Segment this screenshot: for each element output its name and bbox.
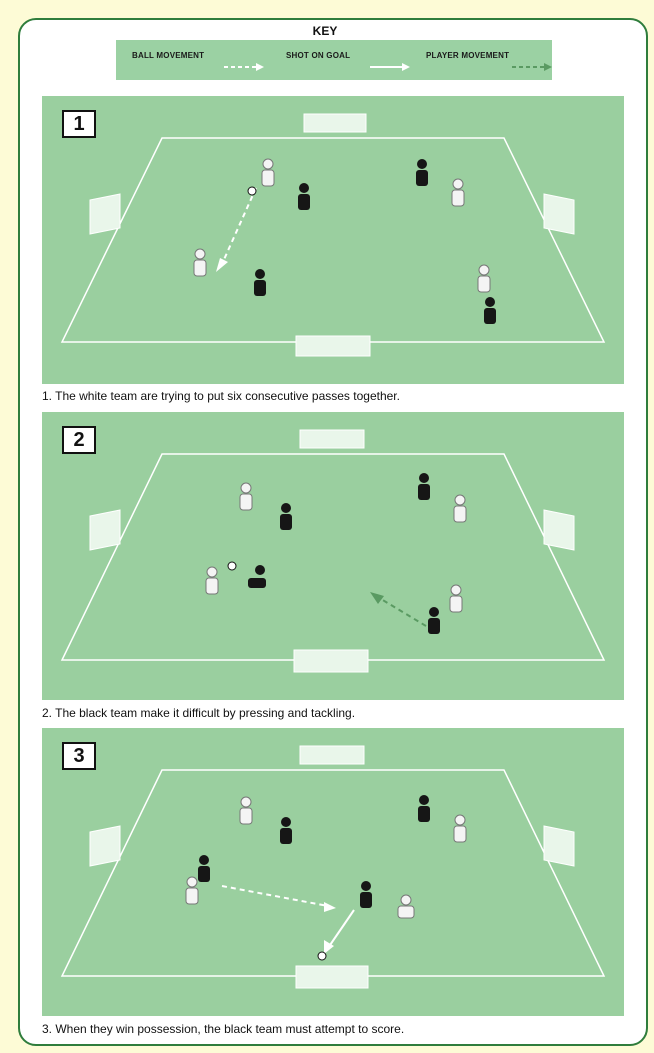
white-player	[452, 179, 464, 206]
player-movement-arrow-icon	[512, 62, 552, 72]
bottom-goal	[296, 336, 370, 356]
key-legend: BALL MOVEMENT SHOT ON GOAL PLAYER MOVEME…	[116, 40, 552, 80]
shot-on-goal-arrow-icon	[370, 62, 410, 72]
white-player	[454, 815, 466, 842]
panel-3: 3	[42, 728, 624, 1016]
player-run-arrow	[376, 596, 426, 626]
ball	[318, 952, 326, 960]
top-goal	[300, 746, 364, 764]
key-ball-movement-label: BALL MOVEMENT	[132, 51, 204, 60]
key-player-movement-label: PLAYER MOVEMENT	[426, 51, 509, 60]
black-player	[418, 795, 430, 822]
ball	[228, 562, 236, 570]
pass-arrow	[222, 188, 256, 264]
left-goal	[90, 826, 120, 866]
black-player	[280, 503, 292, 530]
white-player	[262, 159, 274, 186]
right-goal	[544, 194, 574, 234]
bottom-goal	[296, 966, 368, 988]
ball	[248, 187, 256, 195]
panel-2-caption: 2. The black team make it difficult by p…	[42, 706, 632, 720]
right-goal	[544, 826, 574, 866]
white-player	[454, 495, 466, 522]
left-goal	[90, 510, 120, 550]
pitch-2	[42, 412, 624, 700]
white-player	[450, 585, 462, 612]
bottom-goal	[294, 650, 368, 672]
key-title: KEY	[300, 24, 350, 38]
black-player	[428, 607, 440, 634]
white-player	[186, 877, 198, 904]
black-player	[418, 473, 430, 500]
key-shot-on-goal-label: SHOT ON GOAL	[286, 51, 350, 60]
shot-arrow	[328, 910, 354, 948]
black-player	[248, 565, 266, 588]
black-player	[360, 881, 372, 908]
top-goal	[304, 114, 366, 132]
black-player	[298, 183, 310, 210]
left-goal	[90, 194, 120, 234]
black-player	[416, 159, 428, 186]
black-player	[484, 297, 496, 324]
top-goal	[300, 430, 364, 448]
pitch-3	[42, 728, 624, 1016]
panel-1: 1	[42, 96, 624, 384]
panel-1-caption: 1. The white team are trying to put six …	[42, 389, 632, 403]
white-player	[478, 265, 490, 292]
ball-movement-arrow-icon	[224, 62, 264, 72]
white-player	[206, 567, 218, 594]
black-player	[254, 269, 266, 296]
white-player	[240, 797, 252, 824]
white-player	[240, 483, 252, 510]
pass-arrow	[222, 886, 328, 906]
white-player	[194, 249, 206, 276]
pitch-1	[42, 96, 624, 384]
black-player	[280, 817, 292, 844]
black-player	[198, 855, 210, 882]
panel-2: 2	[42, 412, 624, 700]
panel-3-caption: 3. When they win possession, the black t…	[42, 1022, 632, 1036]
white-player	[398, 895, 414, 918]
right-goal	[544, 510, 574, 550]
